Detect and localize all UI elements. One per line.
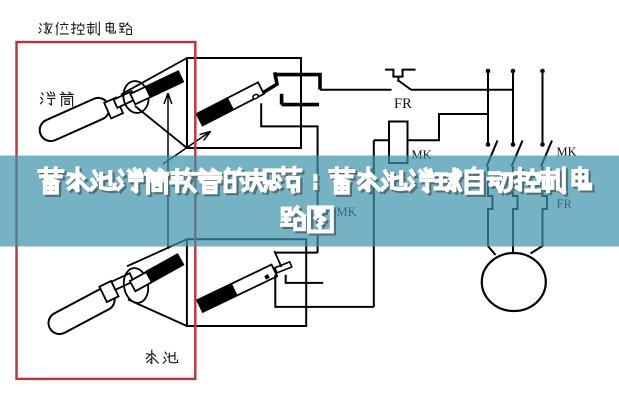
svg-text:FR: FR: [394, 96, 412, 112]
